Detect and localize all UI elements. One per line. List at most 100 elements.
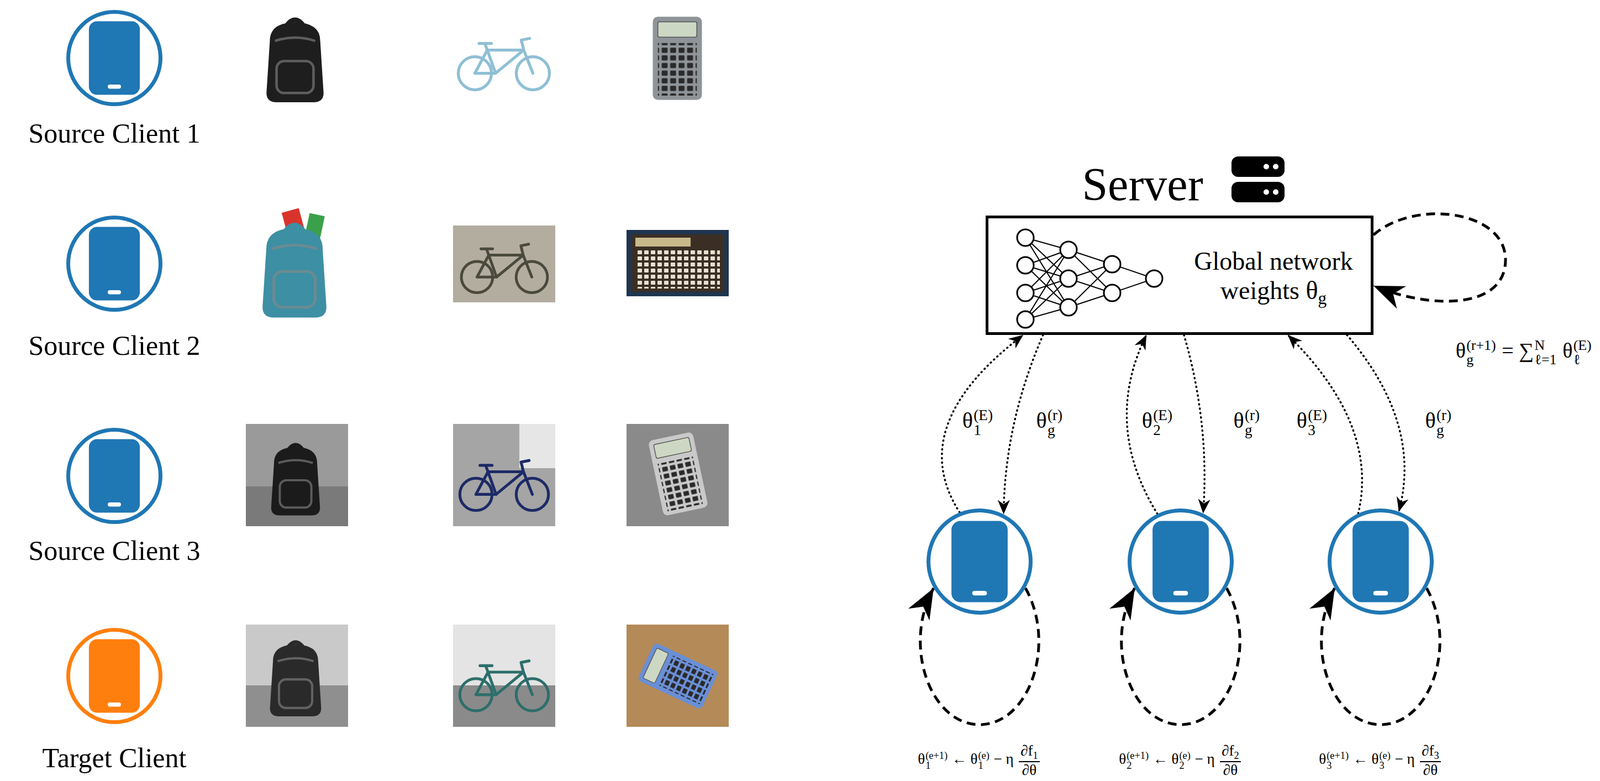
- math-part: θ: [1296, 407, 1308, 433]
- fraction: ∂f2∂θ: [1219, 742, 1241, 778]
- arrow-head: [1396, 496, 1409, 512]
- phone-icon: [1352, 520, 1409, 603]
- math-part: (E): [1573, 338, 1592, 353]
- client-label: Source Client 1: [28, 117, 200, 150]
- math-part: (r): [1047, 407, 1063, 423]
- fraction: ∂f3∂θ: [1419, 742, 1441, 778]
- math-part: g: [1244, 422, 1253, 438]
- phone-icon: [88, 20, 140, 95]
- server-title: Server: [1081, 158, 1203, 212]
- edge-label: θg(r): [1230, 407, 1263, 438]
- fraction: ∂f1∂θ: [1018, 742, 1040, 778]
- calculator-image: [630, 234, 725, 292]
- edge-label: θg(r+1) = ∑ℓ=1N θℓ(E): [1453, 338, 1595, 367]
- math-part: ∂f: [1221, 741, 1234, 759]
- sub-sup: g(r): [1436, 407, 1452, 438]
- math-part: 3: [1379, 760, 1384, 771]
- math-part: N: [1534, 338, 1546, 353]
- client-label: Source Client 2: [28, 329, 200, 362]
- photo-floor: [453, 685, 556, 727]
- server-icon: [1231, 156, 1285, 203]
- math-part: g: [1466, 352, 1474, 367]
- numerator: ∂f3: [1419, 742, 1441, 762]
- math-part: (e+1): [1126, 750, 1149, 761]
- math-part: θ: [1118, 750, 1126, 767]
- math-part: g: [1047, 422, 1056, 438]
- client-circle: [1327, 508, 1434, 615]
- calculator-image: [648, 431, 709, 517]
- math-part: 2: [1126, 760, 1132, 771]
- server-text: Global network weights θg: [1179, 246, 1368, 309]
- sub-sup: ℓ(E): [1573, 338, 1592, 367]
- row-1-images: [266, 16, 702, 103]
- arrow-head: [1198, 498, 1211, 514]
- arrow-head: [908, 587, 934, 621]
- bike-image: [458, 38, 550, 91]
- client-circle: [66, 427, 163, 524]
- photo-ground: [626, 423, 729, 526]
- math-part: θ: [962, 407, 973, 433]
- sub-sup: 2(e): [1179, 750, 1191, 771]
- backpack-image: [266, 19, 324, 103]
- phone-button: [107, 702, 121, 707]
- row-4-images: [245, 624, 729, 727]
- weight-transfer-arrow: [1183, 334, 1205, 514]
- edge-label: θg(r): [1422, 407, 1455, 438]
- server-box: ServerGlobal network weights θg: [985, 215, 1374, 335]
- sub-sup: 1(E): [973, 407, 993, 438]
- math-part: (e): [1379, 750, 1391, 761]
- arrow-head: [1109, 587, 1135, 621]
- photo-ground: [453, 624, 556, 727]
- edge-label: θ1(E): [960, 407, 997, 438]
- math-part: − η: [1391, 750, 1419, 767]
- math-part: (r): [1436, 407, 1452, 423]
- math-part: 2: [1153, 422, 1161, 438]
- client-node: θ1(e+1) ← θ1(e) − η ∂f1∂θ: [926, 508, 1033, 615]
- math-part: 1: [973, 422, 982, 438]
- math-part: θ: [1233, 407, 1244, 433]
- math-part: θ: [1424, 407, 1436, 433]
- phone-button: [1173, 590, 1188, 596]
- backpack-image: [262, 225, 327, 318]
- arrow-head: [1309, 587, 1335, 621]
- phone-button: [107, 290, 121, 294]
- math-part: 1: [977, 760, 983, 771]
- client-circle: [66, 9, 163, 107]
- sub-sup: 2(e+1): [1126, 750, 1149, 771]
- phone-button: [107, 502, 121, 507]
- photo-ground: [626, 229, 729, 297]
- math-part: (E): [1307, 407, 1328, 423]
- math-part: θ: [1557, 338, 1573, 362]
- math-part: − η: [1191, 750, 1219, 767]
- math-part: 1: [1033, 749, 1039, 761]
- weight-transfer-arrow: [1346, 334, 1405, 512]
- client-node: Target Client: [66, 627, 163, 724]
- math-part: ∂f: [1421, 741, 1434, 759]
- calculator-image: [653, 16, 703, 100]
- phone-button: [972, 590, 987, 596]
- phone-button: [1373, 590, 1388, 596]
- arrow-head: [1373, 285, 1407, 309]
- math-part: = ∑: [1496, 338, 1535, 362]
- calculator-keys: [635, 249, 720, 289]
- client-circle: [1127, 508, 1234, 615]
- phone-icon: [88, 638, 140, 713]
- math-part: (e+1): [925, 750, 948, 761]
- phone-icon: [88, 438, 140, 513]
- bike-image: [461, 244, 548, 293]
- update-equation: θ1(e+1) ← θ1(e) − η ∂f1∂θ: [917, 742, 1041, 778]
- math-part: ℓ=1: [1534, 352, 1557, 367]
- sub-sup: 3(e): [1379, 750, 1391, 771]
- backpack-image: [270, 641, 322, 717]
- math-part: ← θ: [1349, 750, 1379, 767]
- math-part: ∂f: [1020, 741, 1033, 759]
- math-part: ∂θ: [1423, 761, 1438, 778]
- math-part: θ: [1455, 338, 1466, 362]
- math-part: Global network weights θ: [1193, 246, 1353, 305]
- client-label: Source Client 3: [28, 534, 200, 567]
- math-part: (r+1): [1466, 338, 1496, 353]
- client-node: Source Client 1: [66, 9, 163, 107]
